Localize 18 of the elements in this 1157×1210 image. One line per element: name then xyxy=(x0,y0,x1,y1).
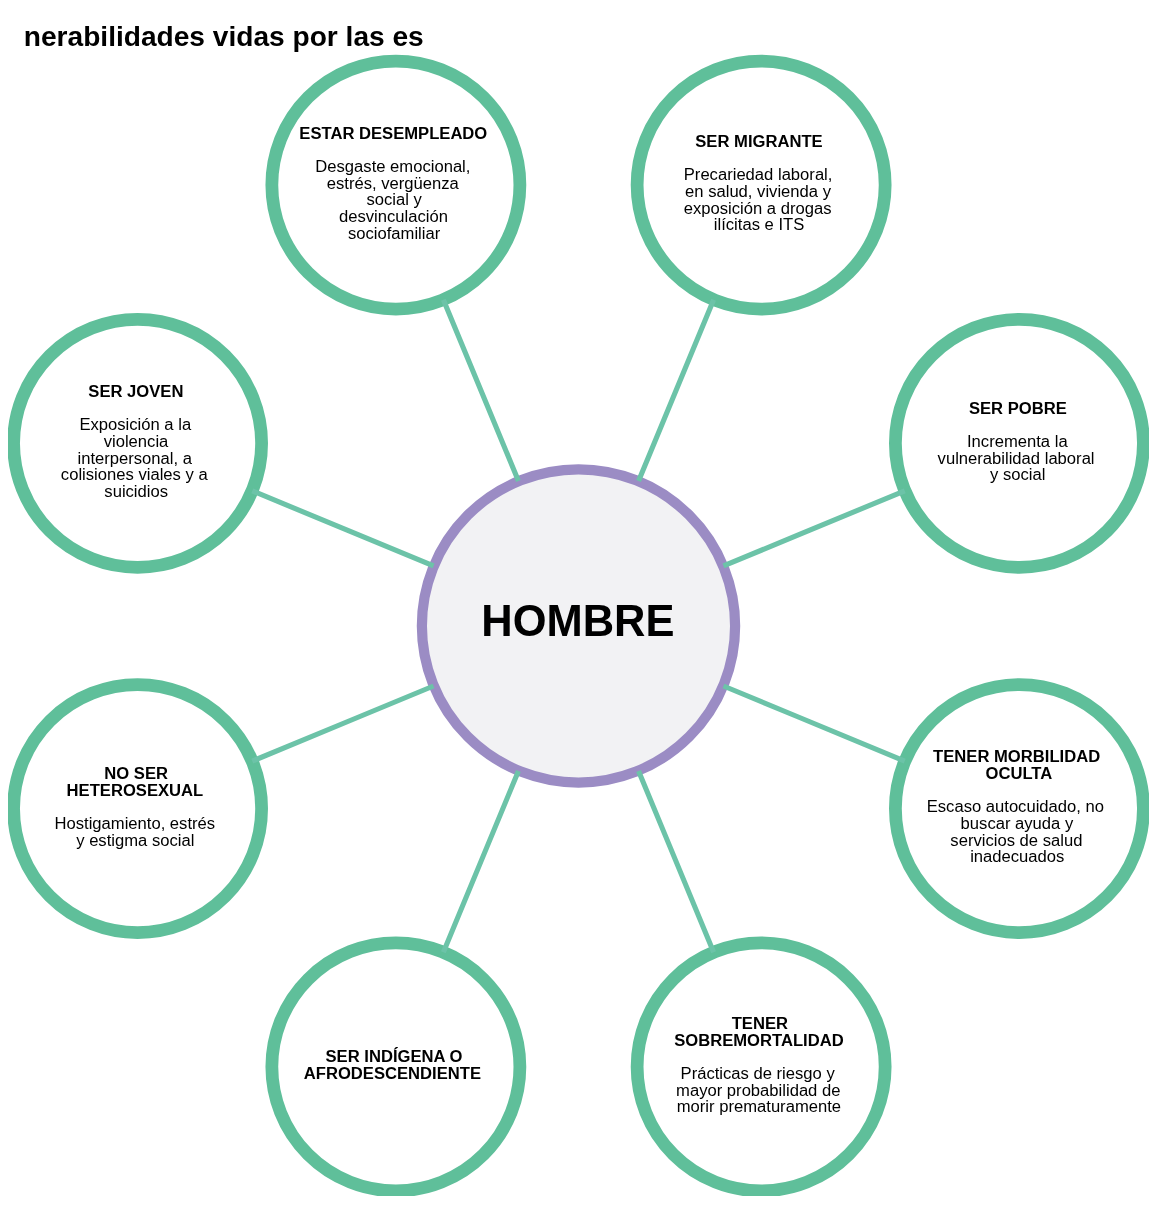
node-circle: TENER MORBILIDAD OCULTA Escaso autocuidado, no buscar ayuda y servicios de salud inadecuados xyxy=(889,677,1149,939)
connector xyxy=(722,683,906,763)
connector xyxy=(722,487,906,568)
connector xyxy=(636,769,716,953)
node-circle: SER MIGRANTE Precariedad laboral, en salud, vivienda y exposición a drogas ilícitas e ITS xyxy=(630,54,892,315)
diagram-title: nerabilidades vidas por las es xyxy=(23,20,424,52)
node-circle: SER JOVEN Exposición a la violencia interpersonal, a colisiones viales y a suicidios xyxy=(8,312,268,574)
node-circle: SER INDÍGENA O AFRODESCENDIENTE xyxy=(265,935,527,1196)
node-circle: TENER SOBREMORTALIDAD Prácticas de riesgo y mayor probabilidad de morir prematuramente xyxy=(630,935,892,1196)
node-circle: ESTAR DESEMPLEADO Desgaste emocional, estrés, vergüenza social y desvinculación sociofamiliar xyxy=(265,54,527,315)
connector xyxy=(251,487,435,568)
node-circle: SER POBRE Incrementa la vulnerabilidad laboral y social xyxy=(889,312,1149,574)
connector xyxy=(636,298,716,482)
connector xyxy=(441,298,521,482)
node-circle: HOMBRE xyxy=(416,463,741,788)
connector xyxy=(441,769,521,953)
connector xyxy=(251,683,435,763)
node-circle: NO SER HETEROSEXUAL Hostigamiento, estrés y estigma social xyxy=(8,677,268,939)
